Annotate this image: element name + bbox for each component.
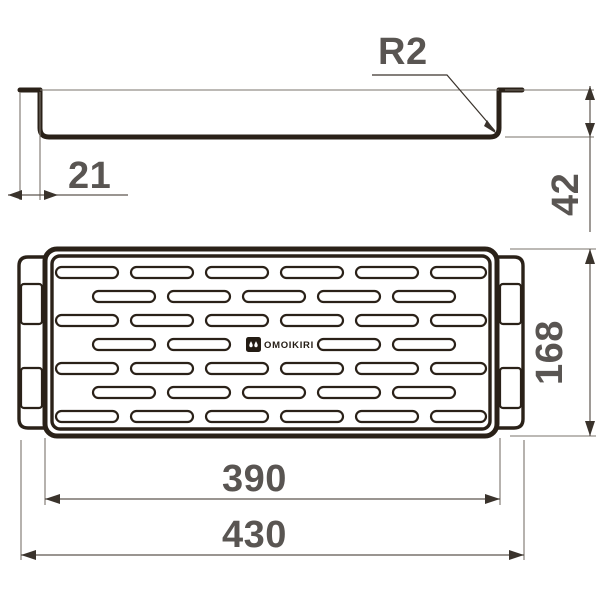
dimension-168: 168	[510, 248, 596, 437]
dim430-arrow-left	[21, 550, 36, 560]
dim430-label: 430	[222, 514, 287, 556]
grate-slot	[166, 289, 232, 304]
dim21-label: 21	[68, 155, 111, 197]
brand-logo: OMOIKIRI	[246, 337, 314, 352]
right-side-rail	[495, 255, 525, 430]
grate-slot	[204, 313, 270, 328]
dim21-arrow-left	[8, 190, 22, 200]
slot-row-4	[91, 337, 457, 352]
grate-inner-outline	[50, 254, 492, 431]
side-section-view	[17, 87, 525, 140]
left-mount-tab-upper	[19, 282, 44, 326]
grate-slot	[279, 313, 345, 328]
droplet-icon-left	[249, 341, 253, 348]
dim42-arrow-top	[585, 86, 595, 100]
grate-slot	[391, 385, 457, 400]
brand-name-text: OMOIKIRI	[264, 340, 314, 351]
grate-slot	[204, 265, 270, 280]
right-mount-tab-upper	[498, 282, 523, 326]
grate-slot	[279, 361, 345, 376]
r2-leader-line	[372, 74, 496, 132]
grate-slot	[391, 337, 457, 352]
dim390-arrow-left	[45, 494, 60, 504]
slot-row-6	[91, 385, 457, 400]
left-side-rail	[17, 255, 47, 430]
side-channel-profile	[37, 87, 502, 140]
grate-slot	[166, 337, 232, 352]
dimension-r2: R2	[372, 31, 497, 134]
grate-slot	[279, 265, 345, 280]
grate-slot	[129, 361, 195, 376]
grate-slot	[391, 289, 457, 304]
grate-slot	[129, 313, 195, 328]
right-mount-tab-lower	[498, 366, 523, 410]
grate-slot	[204, 409, 270, 424]
dim390-label: 390	[222, 458, 287, 500]
grate-slot	[91, 289, 157, 304]
left-mount-tab-lower	[19, 366, 44, 410]
top-plan-view: OMOIKIRI	[17, 246, 525, 439]
grate-slot	[54, 313, 120, 328]
grate-slot	[241, 385, 307, 400]
dim42-label: 42	[545, 173, 587, 216]
grate-slot	[354, 313, 420, 328]
grate-slot	[354, 361, 420, 376]
grate-slot	[166, 385, 232, 400]
grate-slot	[354, 265, 420, 280]
dimension-430: 430	[20, 440, 525, 560]
dim390-arrow-right	[485, 494, 500, 504]
grate-slot	[54, 361, 120, 376]
grate-slot	[54, 265, 120, 280]
dim168-arrow-top	[585, 249, 595, 264]
brand-badge-icon	[246, 337, 261, 352]
grate-body-outline	[42, 246, 500, 439]
dim168-label: 168	[529, 320, 571, 385]
grate-slot	[429, 265, 488, 280]
slot-row-2	[91, 289, 457, 304]
slot-row-5	[54, 361, 488, 376]
grate-slot	[54, 409, 120, 424]
grate-slot	[429, 361, 488, 376]
grate-slot	[316, 289, 382, 304]
grate-slot	[316, 385, 382, 400]
dim42-arrow-bottom	[585, 123, 595, 137]
slot-row-1	[54, 265, 488, 280]
slot-row-3	[54, 313, 488, 328]
dim430-arrow-right	[509, 550, 524, 560]
grate-slot	[429, 409, 488, 424]
grate-slot	[91, 337, 157, 352]
dim168-arrow-bottom	[585, 421, 595, 436]
r2-leader-arrowhead	[484, 120, 497, 134]
grate-slot	[279, 409, 345, 424]
dimension-42: 42	[505, 86, 595, 232]
dimension-390: 390	[44, 438, 501, 505]
grate-slot	[316, 337, 382, 352]
grate-slot	[129, 265, 195, 280]
dim21-arrow-right	[44, 190, 58, 200]
slot-row-7	[54, 409, 488, 424]
grate-slot	[429, 313, 488, 328]
grate-slot	[204, 361, 270, 376]
grate-slot	[129, 409, 195, 424]
droplet-icon-right	[254, 341, 258, 348]
grate-slot	[354, 409, 420, 424]
r2-label: R2	[378, 31, 428, 73]
grate-slot	[91, 385, 157, 400]
grate-slot	[241, 289, 307, 304]
dimension-21: 21	[8, 92, 128, 200]
